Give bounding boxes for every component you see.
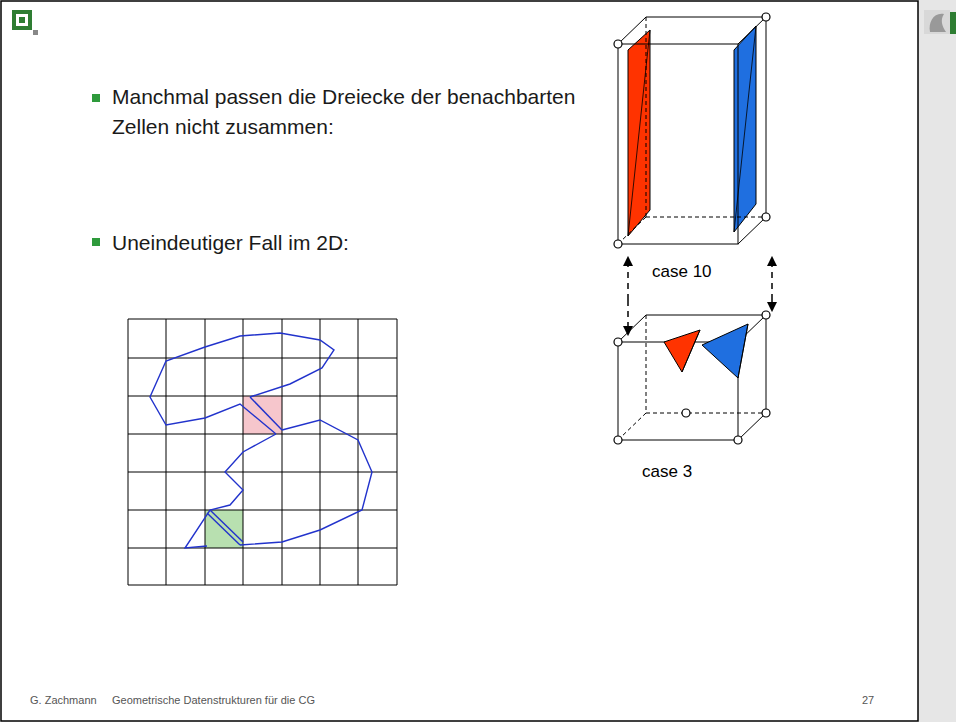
bullet-text: Manchmal passen die Dreiecke der benachb… [112,82,582,142]
bullet-text: Uneindeutiger Fall im 2D: [112,228,512,258]
slide-frame [1,1,918,721]
correspondence-arrows [628,258,772,334]
bullet [92,94,100,102]
corner-icon [924,10,956,34]
grid-2d [128,319,397,585]
footer-course: Geometrische Datenstrukturen für die CG [112,693,432,707]
case-label: case 3 [642,462,752,482]
university-logo [12,10,38,35]
bullet [92,238,100,246]
page-number: 27 [862,693,902,707]
case-label: case 10 [652,262,762,282]
cube-case-3 [614,311,770,444]
footer-author: G. Zachmann [30,693,120,707]
cube-case-10 [614,13,770,248]
side-band [918,0,956,722]
